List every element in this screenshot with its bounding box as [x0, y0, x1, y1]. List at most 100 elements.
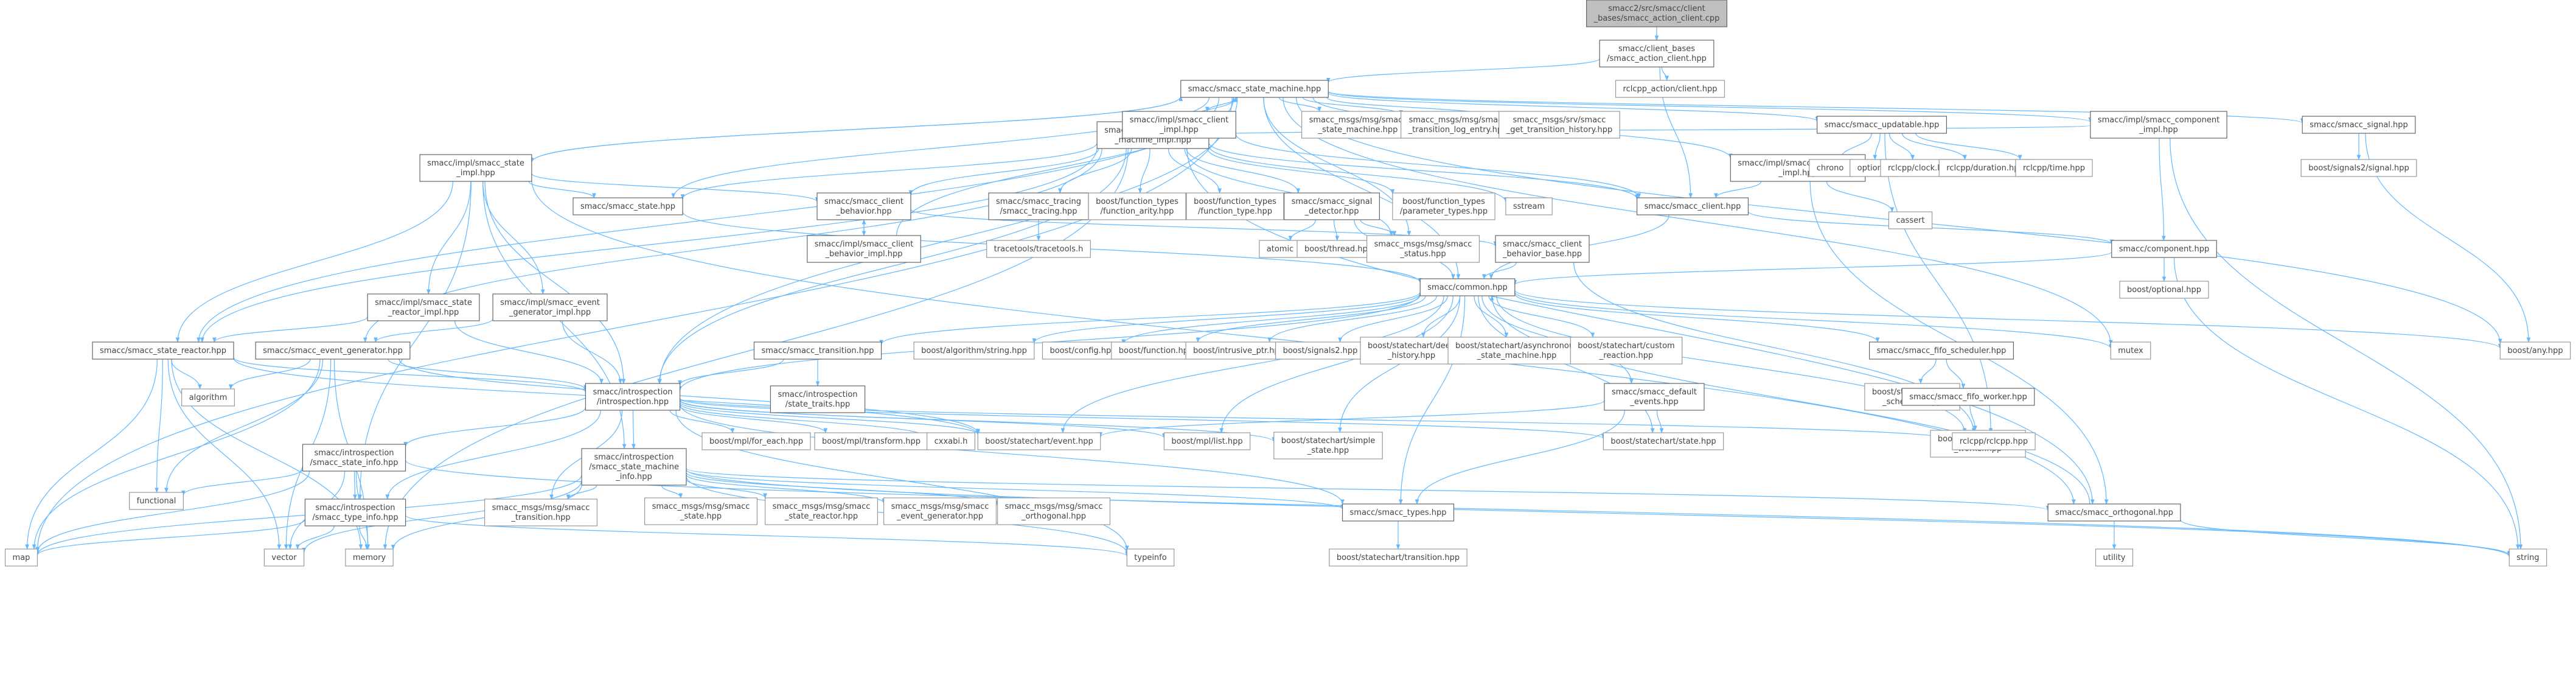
- node-box: [1615, 80, 1725, 98]
- edge-common-to-boost-function: [1196, 295, 1426, 343]
- edge-common-to-transition: [879, 292, 1421, 345]
- node-box: [816, 192, 911, 220]
- edge-common-to-signals2: [1338, 295, 1449, 343]
- node-event-generator[interactable]: smacc/smacc_event_generator.hpp: [255, 341, 411, 360]
- edge-state-impl-to-client-behavior: [531, 173, 820, 203]
- node-label: smacc/component.hpp: [2119, 245, 2210, 254]
- node-box: [1586, 0, 1728, 27]
- node-state-impl[interactable]: smacc/impl/smacc_state_impl.hpp: [419, 154, 532, 182]
- edge-comp-impl-to-sm-impl: [1208, 125, 2091, 135]
- node-smacc-state[interactable]: smacc/smacc_state.hpp: [573, 197, 683, 215]
- node-box: [1275, 341, 1365, 360]
- node-introspection[interactable]: smacc/introspection/introspection.hpp: [585, 383, 681, 411]
- edge-signal-detector-to-atomic: [1288, 219, 1316, 241]
- node-state-traits[interactable]: smacc/introspection/state_traits.hpp: [770, 385, 866, 413]
- node-label: /smacc_action_client.hpp: [1607, 54, 1707, 63]
- node-box: [304, 498, 406, 526]
- node-box: [1122, 111, 1236, 139]
- node-label: boost/signals2/signal.hpp: [2308, 164, 2409, 173]
- edge-orth-impl-to-cassert: [1826, 181, 1895, 212]
- node-state-info[interactable]: smacc/introspection/smacc_state_info.hpp: [302, 444, 406, 472]
- node-common[interactable]: smacc/common.hpp: [1419, 278, 1516, 296]
- edge-introspection-to-sc-event: [679, 401, 980, 435]
- node-label: _state_reactor.hpp: [784, 512, 858, 521]
- node-type-info[interactable]: smacc/introspection/smacc_type_info.hpp: [304, 498, 406, 526]
- node-box: [1366, 235, 1480, 263]
- node-boost-thread: boost/thread.hpp: [1297, 240, 1380, 258]
- node-label: _state_machine.hpp: [1477, 351, 1557, 360]
- node-fifo-worker[interactable]: smacc/smacc_fifo_worker.hpp: [1901, 388, 2035, 406]
- node-label: _generator_impl.hpp: [509, 308, 591, 317]
- node-label: smacc_msgs/msg/smacc: [1309, 116, 1407, 125]
- node-box: [1392, 192, 1495, 220]
- node-smacc-types[interactable]: smacc/smacc_types.hpp: [1342, 503, 1455, 522]
- node-action-client[interactable]: smacc/client_bases/smacc_action_client.h…: [1599, 40, 1714, 68]
- node-state-machine[interactable]: smacc/smacc_state_machine.hpp: [1180, 80, 1329, 98]
- node-box: [255, 341, 411, 360]
- edge-common-to-custom-reaction: [1488, 295, 1595, 338]
- edge-state-impl-to-state-reactor: [175, 181, 453, 343]
- node-reactor-impl[interactable]: smacc/impl/smacc_state_reactor_impl.hpp: [367, 293, 480, 321]
- node-cb-impl[interactable]: smacc/impl/smacc_client_behavior_impl.hp…: [807, 235, 921, 263]
- node-smacc-client[interactable]: smacc/smacc_client.hpp: [1636, 197, 1749, 215]
- node-label: rclcpp/duration.hpp: [1946, 164, 2024, 173]
- node-box: [4, 548, 38, 567]
- node-box: [263, 548, 305, 567]
- edge-type-info-to-typeinfo: [405, 515, 1129, 557]
- node-cb-base[interactable]: smacc/smacc_client_behavior_base.hpp: [1495, 235, 1590, 263]
- node-client-impl[interactable]: smacc/impl/smacc_client_impl.hpp: [1122, 111, 1236, 139]
- edge-sm-impl-to-smacc-state: [680, 142, 1098, 200]
- node-label: _reactor_impl.hpp: [388, 308, 459, 317]
- edge-state-impl-to-reactor-impl: [426, 181, 472, 295]
- node-sm-info[interactable]: smacc/introspection/smacc_state_machine_…: [581, 448, 687, 486]
- node-ft-params: boost/function_types/parameter_types.hpp: [1392, 192, 1495, 220]
- edge-updatable-to-rclcpp: [1884, 133, 1993, 433]
- node-sc-state: boost/statechart/state.hpp: [1603, 432, 1724, 450]
- node-component[interactable]: smacc/component.hpp: [2111, 240, 2217, 258]
- node-label: atomic: [1267, 245, 1293, 254]
- node-state-reactor[interactable]: smacc/smacc_state_reactor.hpp: [92, 341, 234, 360]
- node-tracing[interactable]: smacc/smacc_tracing/smacc_tracing.hpp: [988, 192, 1089, 220]
- node-box: [1186, 192, 1284, 220]
- node-box: [2300, 159, 2417, 177]
- edge-state-reactor-to-vector: [167, 358, 282, 550]
- node-root[interactable]: smacc2/src/smacc/client_bases/smacc_acti…: [1586, 0, 1728, 27]
- node-label: _transition.hpp: [510, 513, 570, 522]
- node-label: rclcpp_action/client.hpp: [1623, 85, 1718, 94]
- node-algo-string: boost/algorithm/string.hpp: [913, 341, 1035, 360]
- node-label: vector: [271, 553, 297, 562]
- node-label: boost/mpl/list.hpp: [1171, 437, 1242, 446]
- edge-introspection-to-state-info: [403, 407, 587, 447]
- node-signal-detector[interactable]: smacc/smacc_signal_detector.hpp: [1284, 192, 1380, 220]
- node-label: boost/statechart/state.hpp: [1610, 437, 1716, 446]
- node-comp-impl[interactable]: smacc/impl/smacc_component_impl.hpp: [2090, 111, 2227, 139]
- node-box: [988, 192, 1089, 220]
- node-label: /function_type.hpp: [1198, 207, 1272, 216]
- node-label: /smacc_type_info.hpp: [312, 513, 398, 522]
- node-box: [573, 197, 683, 215]
- node-label: smacc/smacc_signal.hpp: [2310, 121, 2408, 130]
- node-signal[interactable]: smacc/smacc_signal.hpp: [2302, 116, 2416, 134]
- node-label: memory: [353, 553, 386, 562]
- node-default-events[interactable]: smacc/smacc_default_events.hpp: [1604, 383, 1705, 411]
- node-box: [1952, 432, 2036, 450]
- node-evgen-impl[interactable]: smacc/impl/smacc_event_generator_impl.hp…: [492, 293, 608, 321]
- edge-event-generator-to-functional: [164, 358, 324, 493]
- node-client-behavior[interactable]: smacc/smacc_client_behavior.hpp: [816, 192, 911, 220]
- node-rclcpp: rclcpp/rclcpp.hpp: [1952, 432, 2036, 450]
- node-transition[interactable]: smacc/smacc_transition.hpp: [753, 341, 882, 360]
- node-updatable[interactable]: smacc/smacc_updatable.hpp: [1817, 116, 1947, 134]
- node-label: smacc/introspection: [593, 388, 672, 397]
- node-box: [2095, 548, 2134, 567]
- node-mutex: mutex: [2110, 341, 2151, 360]
- node-orthogonal[interactable]: smacc/smacc_orthogonal.hpp: [2047, 503, 2181, 522]
- edge-orthogonal-to-common: [1489, 295, 2090, 505]
- node-label: smacc/smacc_transition.hpp: [761, 346, 874, 355]
- edge-introspection-to-sc-state: [679, 398, 1606, 439]
- node-intrusive-ptr: boost/intrusive_ptr.hpp: [1185, 341, 1292, 360]
- edge-fifo-worker-to-sc-fifo-worker: [1969, 405, 1977, 431]
- node-fifo-scheduler[interactable]: smacc/smacc_fifo_scheduler.hpp: [1869, 341, 2014, 360]
- node-box: [1088, 192, 1186, 220]
- edge-sm-info-to-msg-transition: [566, 484, 597, 500]
- node-mpl-for-each: boost/mpl/for_each.hpp: [701, 432, 811, 450]
